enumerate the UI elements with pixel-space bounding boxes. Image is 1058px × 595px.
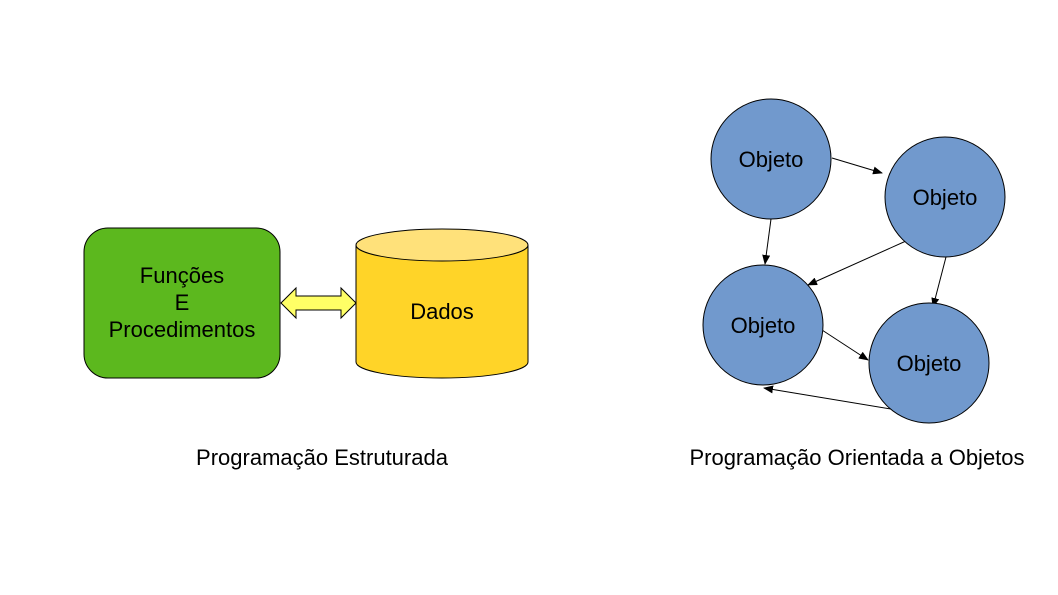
object-node-label: Objeto	[731, 313, 796, 338]
edge-object1-to-object2	[831, 157, 883, 175]
data-cylinder: Dados	[355, 228, 529, 379]
object-node-circle	[868, 302, 990, 424]
edge-object2-to-object3	[807, 240, 907, 286]
object-node-label: Objeto	[897, 351, 962, 376]
edge-object3-to-object4	[821, 329, 869, 361]
structured-caption: Programação Estruturada	[196, 445, 449, 470]
object-node-circle	[884, 136, 1006, 258]
functions-box-line-2: E	[175, 290, 190, 315]
object-node-label: Objeto	[739, 147, 804, 172]
functions-box	[83, 227, 281, 379]
edge-object2-to-object4	[931, 256, 947, 308]
object-node-2: Objeto	[884, 136, 1006, 258]
data-cylinder-body	[355, 245, 529, 379]
object-node-4: Objeto	[868, 302, 990, 424]
functions-box-line-1: Funções	[140, 263, 224, 288]
functions-box-line-3: Procedimentos	[109, 317, 256, 342]
structured-programming-diagram: Funções E Procedimentos Dados Programaçã…	[83, 227, 529, 470]
data-cylinder-top	[355, 228, 529, 262]
object-oriented-diagram: Objeto Objeto Objeto Objeto Programação …	[689, 98, 1025, 470]
object-node-1: Objeto	[710, 98, 832, 220]
object-node-circle	[702, 264, 824, 386]
data-cylinder-label: Dados	[410, 299, 474, 324]
double-arrow-connector	[280, 286, 357, 320]
edge-object1-to-object3	[762, 218, 772, 265]
object-node-label: Objeto	[913, 185, 978, 210]
object-node-circle	[710, 98, 832, 220]
edge-object4-to-object3	[763, 385, 892, 410]
object-oriented-caption: Programação Orientada a Objetos	[689, 445, 1024, 470]
object-node-3: Objeto	[702, 264, 824, 386]
